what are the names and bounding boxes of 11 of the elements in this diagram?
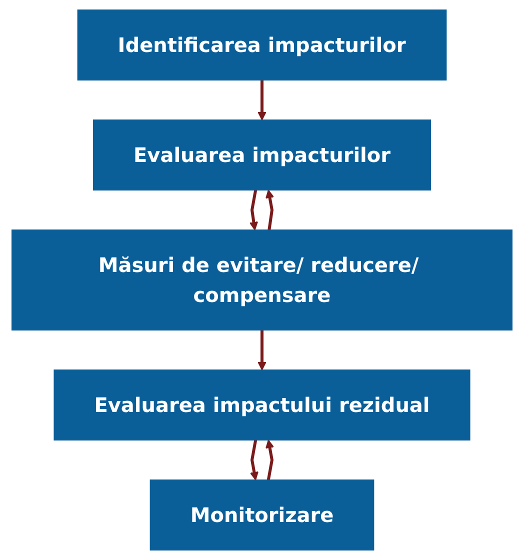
arrow [248,189,258,230]
node-box: Evaluarea impacturilor [92,119,430,190]
node-box: Monitorizare [149,479,374,550]
arrow [257,330,266,370]
arrow [264,439,274,480]
node-box: Evaluarea impactului rezidual [53,369,470,440]
arrow [264,189,274,230]
arrow [249,439,258,480]
node-box: Măsuri de evitare/ reducere/ compensare [11,229,512,330]
arrow [257,80,266,120]
node-box: Identificarea impacturilor [76,9,446,80]
